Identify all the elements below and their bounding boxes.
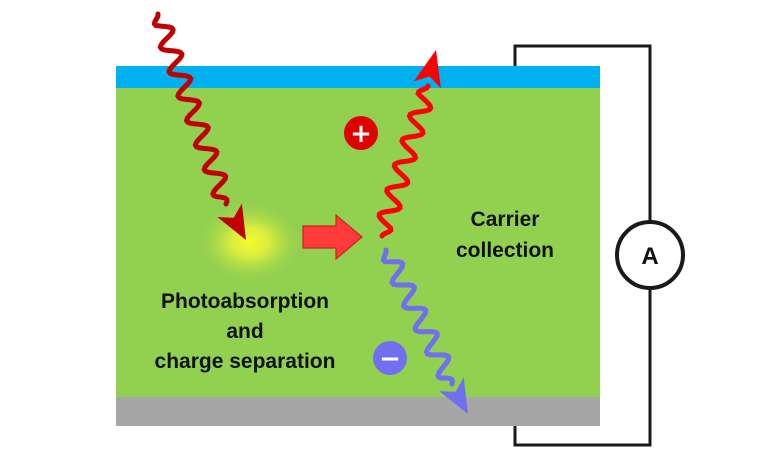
carrier-collection-label-line1: Carrier: [471, 208, 540, 231]
ammeter-label: A: [641, 243, 658, 270]
hole-path: [376, 83, 434, 239]
top-electrode: [116, 66, 600, 88]
block-arrow-right-icon: [302, 213, 363, 261]
minus-circle-icon: −: [373, 341, 407, 375]
hole-path-arrowhead: [413, 50, 441, 89]
photoabsorption-label-line1: Photoabsorption: [161, 290, 329, 313]
ammeter: A: [615, 220, 685, 290]
electron-path-arrowhead: [439, 377, 468, 414]
plus-circle-icon: +: [344, 116, 378, 150]
absorption-glow: [195, 200, 305, 284]
incoming-photon-path: [151, 11, 230, 207]
photoabsorption-label-line2: and: [226, 320, 263, 343]
electron-path: [380, 247, 456, 387]
photoabsorption-label-line3: charge separation: [155, 350, 336, 373]
carrier-collection-label-line2: collection: [456, 239, 554, 262]
hole-sign: +: [350, 119, 372, 149]
bottom-electrode: [116, 397, 600, 426]
electron-sign: −: [379, 344, 401, 374]
incoming-photon-arrowhead: [217, 203, 246, 240]
